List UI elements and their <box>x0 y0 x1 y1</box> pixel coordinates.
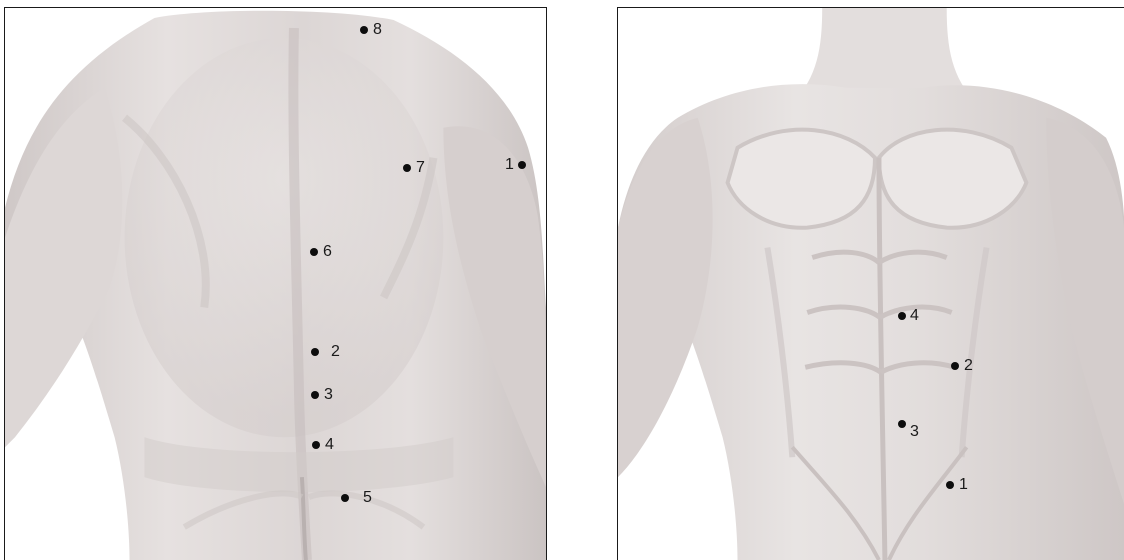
marker-label: 1 <box>959 475 968 495</box>
marker-label: 1 <box>505 155 514 175</box>
marker-dot <box>311 348 319 356</box>
marker-label: 7 <box>416 158 425 178</box>
back-view-panel: 1 2 3 4 5 6 7 8 <box>4 7 547 560</box>
marker-dot <box>310 248 318 256</box>
marker-label: 5 <box>363 488 372 508</box>
marker-dot <box>360 26 368 34</box>
marker-dot <box>898 312 906 320</box>
marker-label: 2 <box>964 356 973 376</box>
marker-dot <box>951 362 959 370</box>
marker-dot <box>341 494 349 502</box>
front-body-illustration <box>618 8 1124 560</box>
marker-label: 3 <box>324 385 333 405</box>
marker-dot <box>518 161 526 169</box>
front-view-panel: 1 2 3 4 <box>617 7 1124 560</box>
marker-dot <box>946 481 954 489</box>
marker-dot <box>403 164 411 172</box>
marker-label: 2 <box>331 342 340 362</box>
marker-label: 8 <box>373 20 382 40</box>
marker-label: 4 <box>325 435 334 455</box>
marker-label: 3 <box>910 422 919 442</box>
marker-dot <box>898 420 906 428</box>
back-body-illustration <box>5 8 546 560</box>
marker-dot <box>312 441 320 449</box>
marker-label: 6 <box>323 242 332 262</box>
marker-dot <box>311 391 319 399</box>
marker-label: 4 <box>910 306 919 326</box>
